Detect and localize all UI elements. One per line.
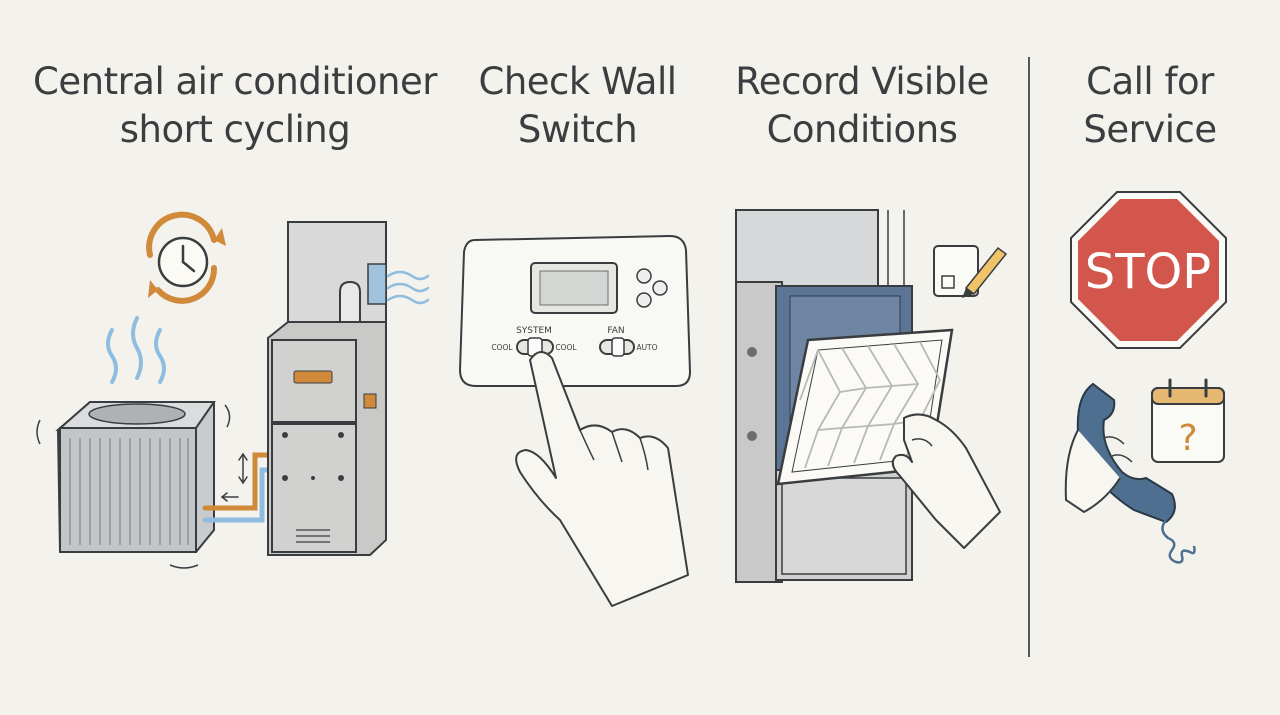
pointing-hand <box>515 351 689 607</box>
calendar-question-mark: ? <box>1178 418 1197 459</box>
airflow-icon <box>386 270 430 305</box>
section-divider <box>1028 57 1030 657</box>
phone-icon <box>1064 382 1196 564</box>
furnace-unit <box>267 221 387 556</box>
hand-holding-filter <box>891 413 1001 549</box>
wall-thermostat: SYSTEM COOL COOL FAN AUTO <box>458 234 692 387</box>
system-option-left: COOL <box>491 343 513 352</box>
refrigerant-lines <box>202 452 273 523</box>
system-label: SYSTEM <box>516 326 552 336</box>
fan-auto-label: AUTO <box>636 343 657 352</box>
stop-sign-icon: STOP <box>1070 191 1227 349</box>
stop-sign-text: STOP <box>1085 244 1212 300</box>
heat-waves-icon <box>106 316 166 384</box>
system-option-right: COOL <box>555 343 577 352</box>
fan-label: FAN <box>607 326 624 336</box>
clock-cycle-icon <box>146 211 226 304</box>
ac-condenser-unit <box>36 401 231 569</box>
note-pencil-icon <box>933 245 1008 298</box>
calendar-question-icon: ? <box>1151 378 1225 463</box>
